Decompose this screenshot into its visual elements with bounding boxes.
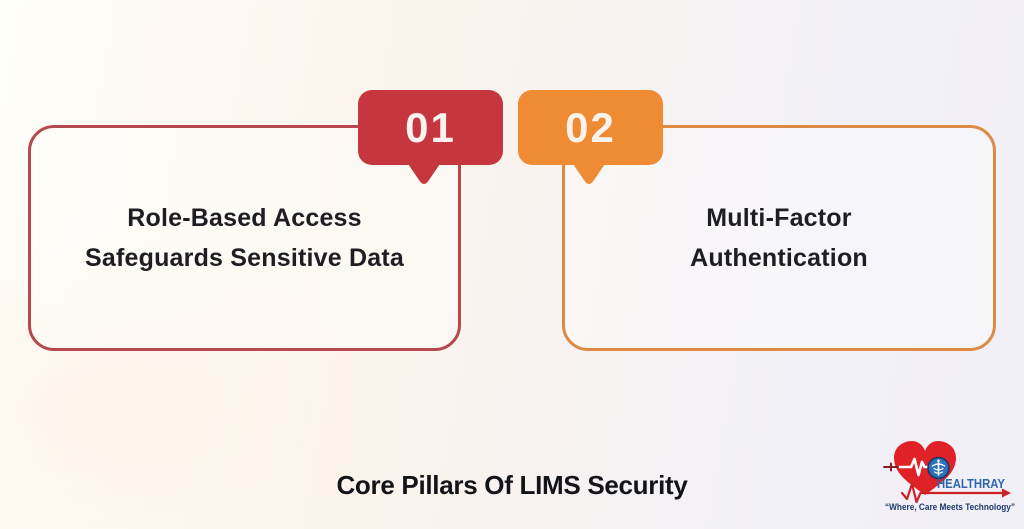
page-title: Core Pillars Of LIMS Security xyxy=(336,470,688,500)
pillar-2-number: 02 xyxy=(565,103,616,151)
pillar-1-text-line-1: Role-Based Access xyxy=(127,204,362,232)
ekg-line-left xyxy=(883,462,899,472)
pillar-2-number-badge: 02 xyxy=(518,90,663,165)
caduceus-icon xyxy=(931,459,946,476)
arrowhead-icon xyxy=(1002,488,1011,498)
pillar-2-badge-pointer xyxy=(571,161,607,184)
ekg-arrow-line xyxy=(900,482,1005,504)
pillar-2-text: Multi-Factor Authentication xyxy=(565,198,993,278)
pillar-card-multi-factor-authentication: Multi-Factor Authentication xyxy=(562,125,996,351)
pillar-2-text-line-2: Authentication xyxy=(690,244,868,272)
ekg-line-icon xyxy=(898,457,933,477)
brand-name: HEALTHRAY xyxy=(937,477,1006,491)
pillar-1-text-line-2: Safeguards Sensitive Data xyxy=(84,244,404,272)
pillar-2-text-line-1: Multi-Factor xyxy=(706,204,852,232)
pillar-1-text: Role-Based Access Safeguards Sensitive D… xyxy=(31,198,458,278)
pillar-1-number: 01 xyxy=(405,103,456,151)
pillar-1-badge-pointer xyxy=(406,161,442,184)
brand-tagline: “Where, Care Meets Technology” xyxy=(885,502,1015,513)
healthray-logo: HEALTHRAY “Where, Care Meets Technology” xyxy=(883,441,1015,513)
pillar-1-number-badge: 01 xyxy=(358,90,503,165)
